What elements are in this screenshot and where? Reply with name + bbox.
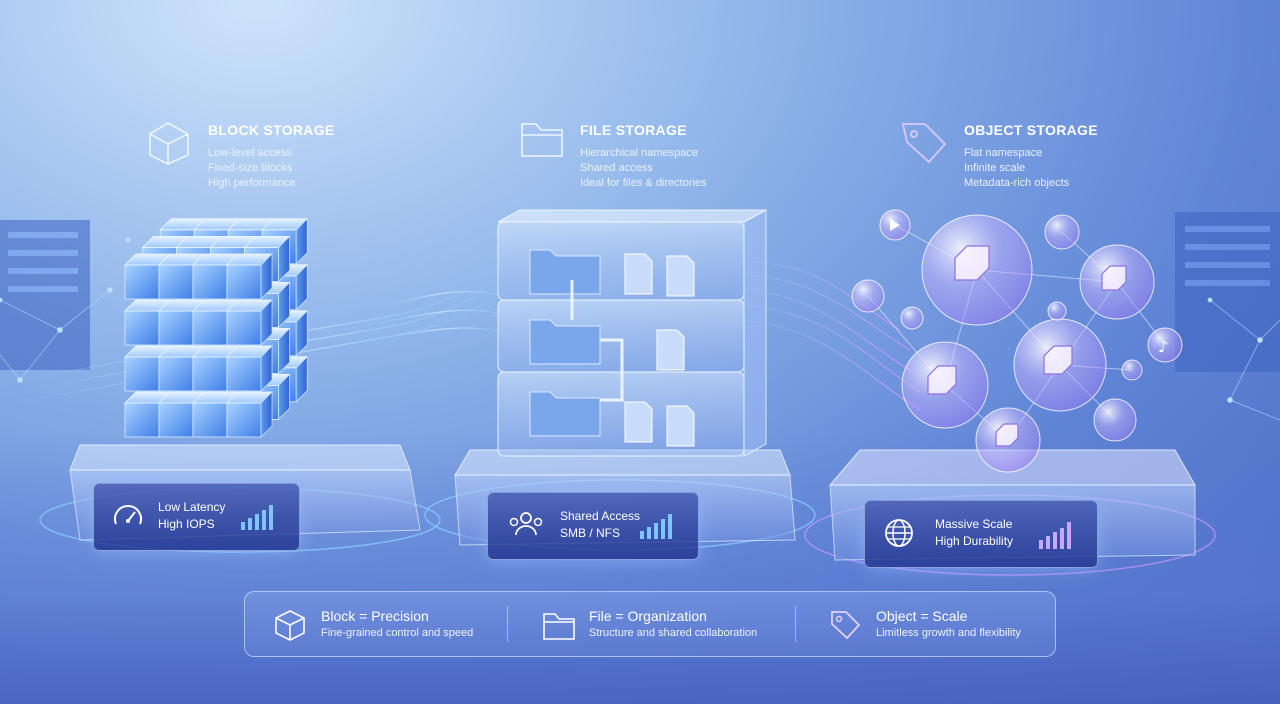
- summary-file: File = Organization Structure and shared…: [513, 592, 773, 656]
- file-storage-features: Hierarchical namespace Shared access Ide…: [580, 147, 707, 189]
- network-lines-right: [1207, 297, 1280, 421]
- tag-icon: [831, 611, 861, 640]
- file-cabinet: [497, 209, 767, 457]
- block-storage-title: BLOCK STORAGE: [208, 122, 335, 138]
- block-badge: Low Latency High IOPS: [93, 483, 300, 551]
- play-icon: [890, 219, 900, 231]
- object-badge: Massive Scale High Durability: [864, 500, 1098, 568]
- block-storage-features: Low-level access Fixed-size blocks High …: [208, 147, 296, 189]
- cube-icon: [149, 122, 189, 165]
- storage-block: [226, 299, 273, 346]
- server-rack-left: [0, 220, 90, 370]
- data-stream-file-to-object: [744, 261, 921, 411]
- cube-icon: [275, 610, 305, 641]
- data-stream-block-to-file: [0, 254, 521, 406]
- storage-block: [226, 253, 273, 300]
- block-cube-cluster: [124, 217, 309, 438]
- storage-block: [226, 391, 273, 438]
- folder-icon: [521, 123, 563, 157]
- object-bubbles: ♪: [851, 209, 1183, 473]
- bar-graph-icon: [1039, 522, 1071, 549]
- summary-object: Object = Scale Limitless growth and flex…: [800, 592, 1060, 656]
- storage-block: [226, 345, 273, 392]
- network-lines-left: [0, 237, 131, 383]
- bar-graph-icon: [640, 514, 672, 539]
- summary-block: Block = Precision Fine-grained control a…: [245, 592, 505, 656]
- tag-icon: [901, 123, 947, 164]
- globe-icon: [885, 519, 913, 547]
- speedometer-icon: [114, 505, 142, 525]
- file-badge: Shared Access SMB / NFS: [487, 492, 699, 560]
- file-storage-title: FILE STORAGE: [580, 122, 687, 138]
- music-note-icon: ♪: [1158, 337, 1168, 356]
- summary-divider: [795, 606, 796, 642]
- users-icon: [509, 512, 543, 536]
- summary-divider: [507, 606, 508, 642]
- object-storage-features: Flat namespace Infinite scale Metadata-r…: [964, 147, 1070, 189]
- object-storage-title: OBJECT STORAGE: [964, 122, 1098, 138]
- folder-icon: [543, 613, 575, 640]
- server-rack-right: [1175, 212, 1280, 372]
- bar-graph-icon: [241, 505, 273, 530]
- summary-bar: Block = Precision Fine-grained control a…: [244, 591, 1056, 657]
